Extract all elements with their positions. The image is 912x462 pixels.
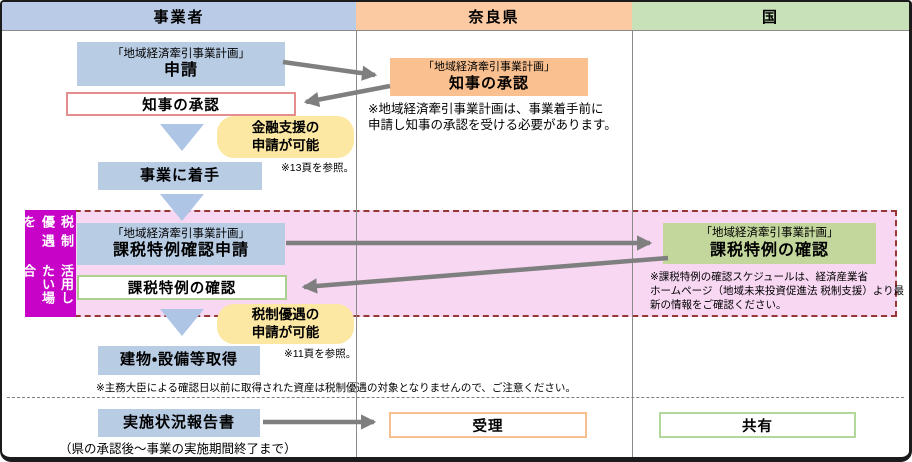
- national-share-label: 共有: [742, 418, 773, 435]
- lane-header-operator-label: 事業者: [153, 8, 205, 26]
- lane-header-operator: 事業者: [2, 2, 356, 30]
- start-business-box: 事業に着手: [98, 162, 262, 190]
- governor-approval-label: 知事の承認: [142, 97, 220, 114]
- finance-support-callout: 金融支援の 申請が可能: [217, 116, 354, 158]
- lane-header-nara-label: 奈良県: [468, 8, 520, 26]
- tax-apply-box-line2: 課税特例確認申請: [112, 242, 249, 260]
- national-confirm-box: 「地域経済牽引事業計画」 課税特例の確認: [663, 223, 876, 264]
- arrow-apply-to-pref: [282, 59, 378, 81]
- pref-accept-box: 受理: [389, 412, 587, 438]
- tax-section-label: 税制優遇を 活用したい場合: [21, 210, 76, 317]
- pref-approval-box-line2: 知事の承認: [448, 74, 529, 92]
- national-confirm-note-line1: ※課税特例の確認スケジュールは、経済産業省: [650, 271, 869, 283]
- finance-callout-line2: 申請が可能: [251, 138, 320, 153]
- status-report-note: （県の承認後～事業の実施期間終了まで）: [59, 442, 297, 456]
- tax-section-label-line2: 活用したい場合: [21, 263, 74, 305]
- national-confirm-note: ※課税特例の確認スケジュールは、経済産業省 ホームページ（地域未来投資促進法 税…: [650, 270, 904, 313]
- tax-callout-line2: 申請が可能: [251, 325, 320, 340]
- national-confirm-box-line2: 課税特例の確認: [709, 241, 829, 259]
- status-report-box: 実施状況報告書: [98, 409, 260, 437]
- pref-approval-box: 「地域経済牽引事業計画」 知事の承認: [390, 58, 588, 96]
- pref-accept-label: 受理: [472, 418, 504, 435]
- header-divider: [2, 30, 909, 31]
- acquire-assets-label: 建物・設備等取得: [119, 351, 239, 369]
- tax-callout-line1: 税制優遇の: [251, 306, 320, 322]
- tax-callout-ref: ※11頁を参照。: [284, 348, 357, 360]
- tax-confirm-box: 課税特例の確認: [77, 275, 287, 300]
- finance-callout-line1: 金融支援の: [251, 119, 320, 135]
- acquire-assets-box: 建物・設備等取得: [98, 346, 260, 375]
- down-arrow-icon-3: [160, 309, 204, 336]
- national-confirm-note-line3: 新の情報をご確認ください。: [650, 299, 787, 312]
- tax-apply-box-line1: 「地域経済牽引事業計画」: [112, 227, 250, 240]
- lane-header-national: 国: [632, 2, 909, 30]
- national-confirm-box-line1: 「地域経済牽引事業計画」: [700, 227, 839, 240]
- start-business-label: 事業に着手: [139, 166, 220, 184]
- arrow-pref-to-governor-approval: [303, 83, 391, 108]
- pref-approval-box-line1: 「地域経済牽引事業計画」: [423, 60, 555, 73]
- tax-apply-box: 「地域経済牽引事業計画」 課税特例確認申請: [77, 223, 285, 265]
- tax-confirm-label: 課税特例の確認: [127, 281, 237, 297]
- pref-approval-note: ※地域経済牽引事業計画は、事業着手前に 申請し知事の承認を受ける必要があります。: [368, 102, 617, 133]
- report-phase-separator: [7, 397, 904, 398]
- plan-apply-box-line1: 「地域経済牽引事業計画」: [112, 47, 250, 60]
- pref-approval-note-line1: ※地域経済牽引事業計画は、事業着手前に: [368, 102, 604, 116]
- down-arrow-icon-1: [160, 124, 204, 151]
- tax-section-label-line1: 税制優遇を: [21, 215, 74, 253]
- acquire-note: ※主務大臣による確認日以前に取得された資産は税制優遇の対象となりませんので、ご注…: [96, 382, 576, 394]
- pref-approval-note-line2: 申請し知事の承認を受ける必要があります。: [368, 117, 617, 132]
- tax-incentive-callout: 税制優遇の 申請が可能: [217, 304, 354, 344]
- governor-approval-box: 知事の承認: [66, 92, 296, 116]
- lane-header-national-label: 国: [761, 8, 779, 26]
- plan-apply-box-line2: 申請: [163, 62, 198, 80]
- finance-callout-ref: ※13頁を参照。: [281, 162, 354, 174]
- lane-header-nara: 奈良県: [356, 2, 632, 30]
- lane-divider-2: [632, 30, 633, 457]
- down-arrow-icon-2: [160, 194, 204, 221]
- status-report-label: 実施状況報告書: [122, 413, 235, 431]
- plan-apply-box: 「地域経済牽引事業計画」 申請: [77, 42, 285, 86]
- national-confirm-note-line2: ホームページ（地域未来投資促進法 税制支援）より最: [650, 285, 905, 298]
- national-share-box: 共有: [659, 412, 856, 438]
